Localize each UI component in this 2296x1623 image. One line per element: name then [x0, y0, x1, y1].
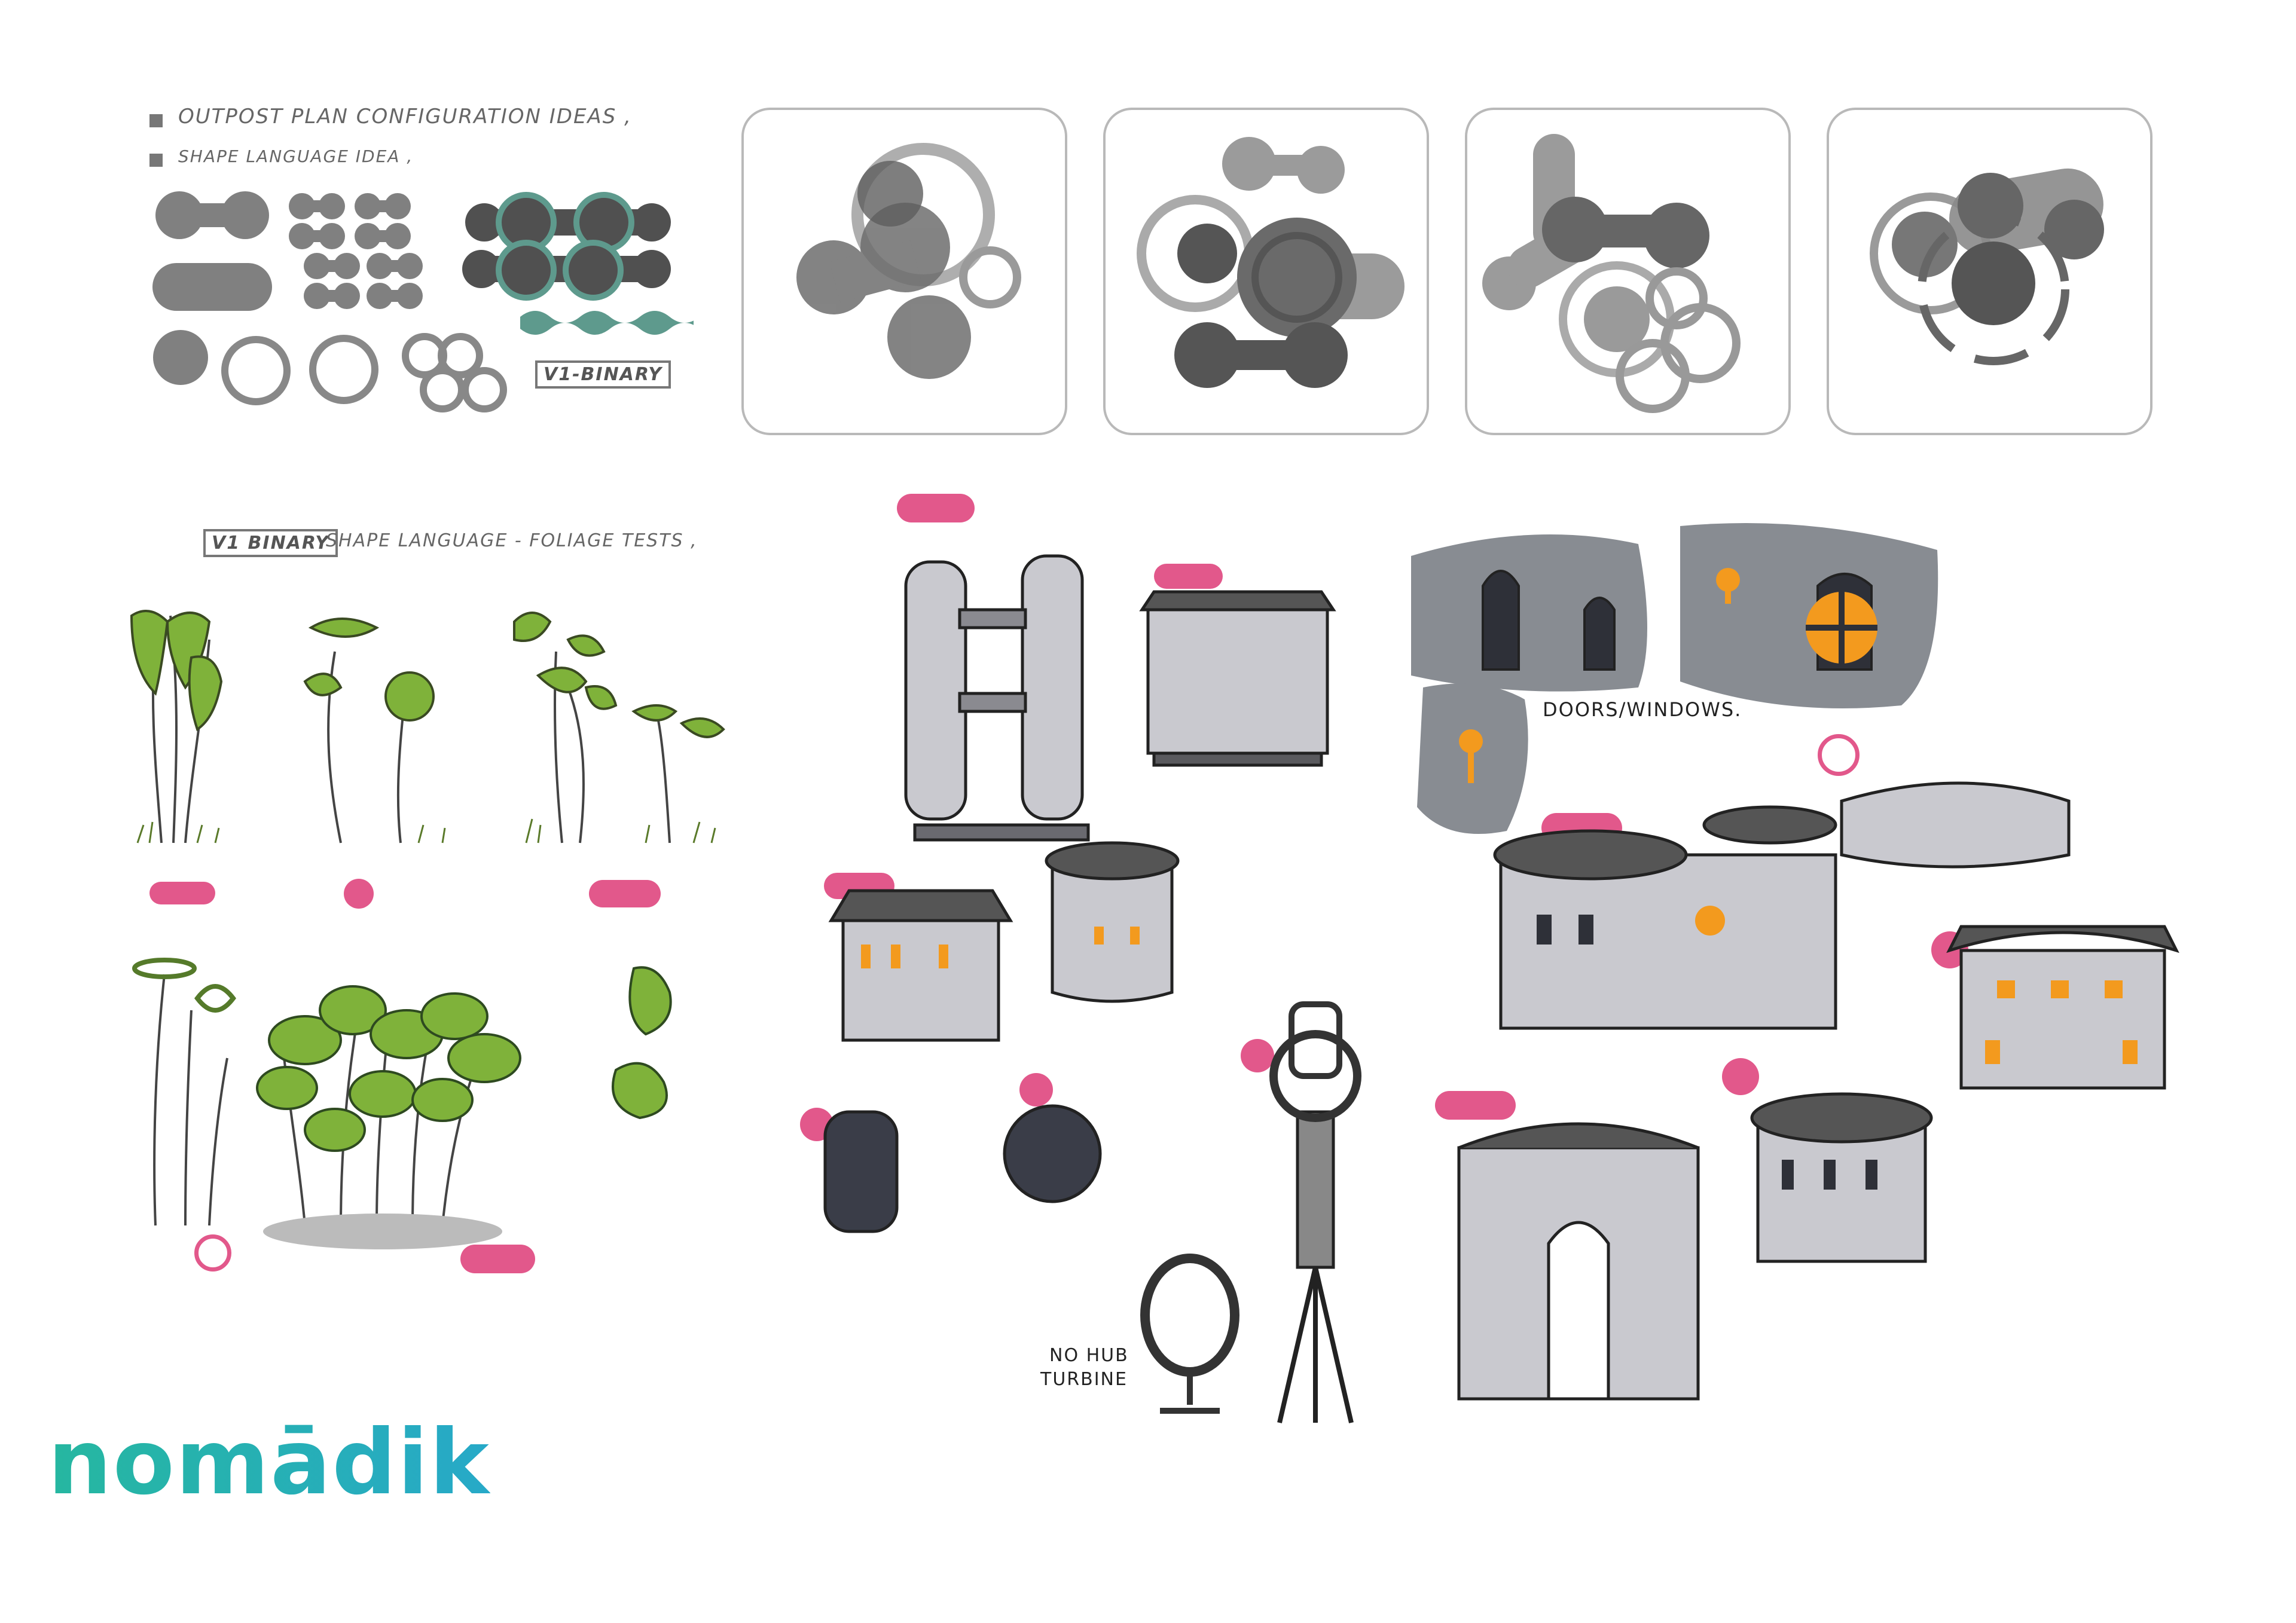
outpost-config-diagram: [1482, 134, 1741, 413]
binary-marker-pill: [1154, 564, 1223, 589]
config-panel-1: [741, 108, 1067, 435]
foliage-sketches-bottom: [132, 958, 672, 1249]
binary-marker-dumbbell: [897, 494, 975, 522]
building-sketches-middle: [823, 554, 1361, 1423]
config-panel-4: [1827, 108, 2152, 435]
v1-binary-tag: V1-BINARY: [535, 360, 671, 389]
config-panel-3: [1465, 108, 1791, 435]
doors-windows-sketches: [1411, 523, 1938, 834]
binary-marker-dot: [1019, 1073, 1053, 1107]
binary-marker-dot: [344, 879, 374, 909]
foliage-heading: SHAPE LANGUAGE - FOLIAGE TESTS ,: [326, 530, 698, 551]
building-sketches-right: [1457, 781, 2179, 1401]
binary-marker-dot: [1722, 1058, 1759, 1095]
binary-marker-dumbbell: [589, 880, 661, 907]
bullet-square-icon: [149, 154, 163, 167]
foliage-heading-tag: V1 BINARY: [203, 529, 338, 557]
outpost-config-diagram: [796, 143, 1021, 379]
outpost-config-diagram: [1137, 137, 1405, 388]
nomadik-logo: nomādik: [48, 1411, 490, 1515]
config-panel-2: [1103, 108, 1429, 435]
shape-language-note: SHAPE LANGUAGE IDEA ,: [178, 146, 414, 166]
shape-language-swatches: [152, 191, 694, 412]
bullet-square-icon: [149, 114, 163, 127]
turbine-label-1: NO HUB: [1049, 1345, 1129, 1366]
marker-ring: [1818, 734, 1860, 776]
binary-marker-dumbbell: [460, 1245, 535, 1273]
turbine-label-2: TURBINE: [1040, 1369, 1128, 1390]
outpost-plan-note: OUTPOST PLAN CONFIGURATION IDEAS ,: [178, 105, 632, 129]
doors-windows-label: DOORS/WINDOWS.: [1543, 698, 1742, 721]
binary-marker-dot: [1241, 1039, 1274, 1072]
marker-ring: [194, 1234, 231, 1271]
foliage-sketches-top: [130, 610, 725, 843]
outpost-config-diagram: [1870, 168, 2104, 365]
binary-marker-dumbbell: [1435, 1091, 1516, 1120]
binary-marker-pill: [149, 882, 215, 904]
